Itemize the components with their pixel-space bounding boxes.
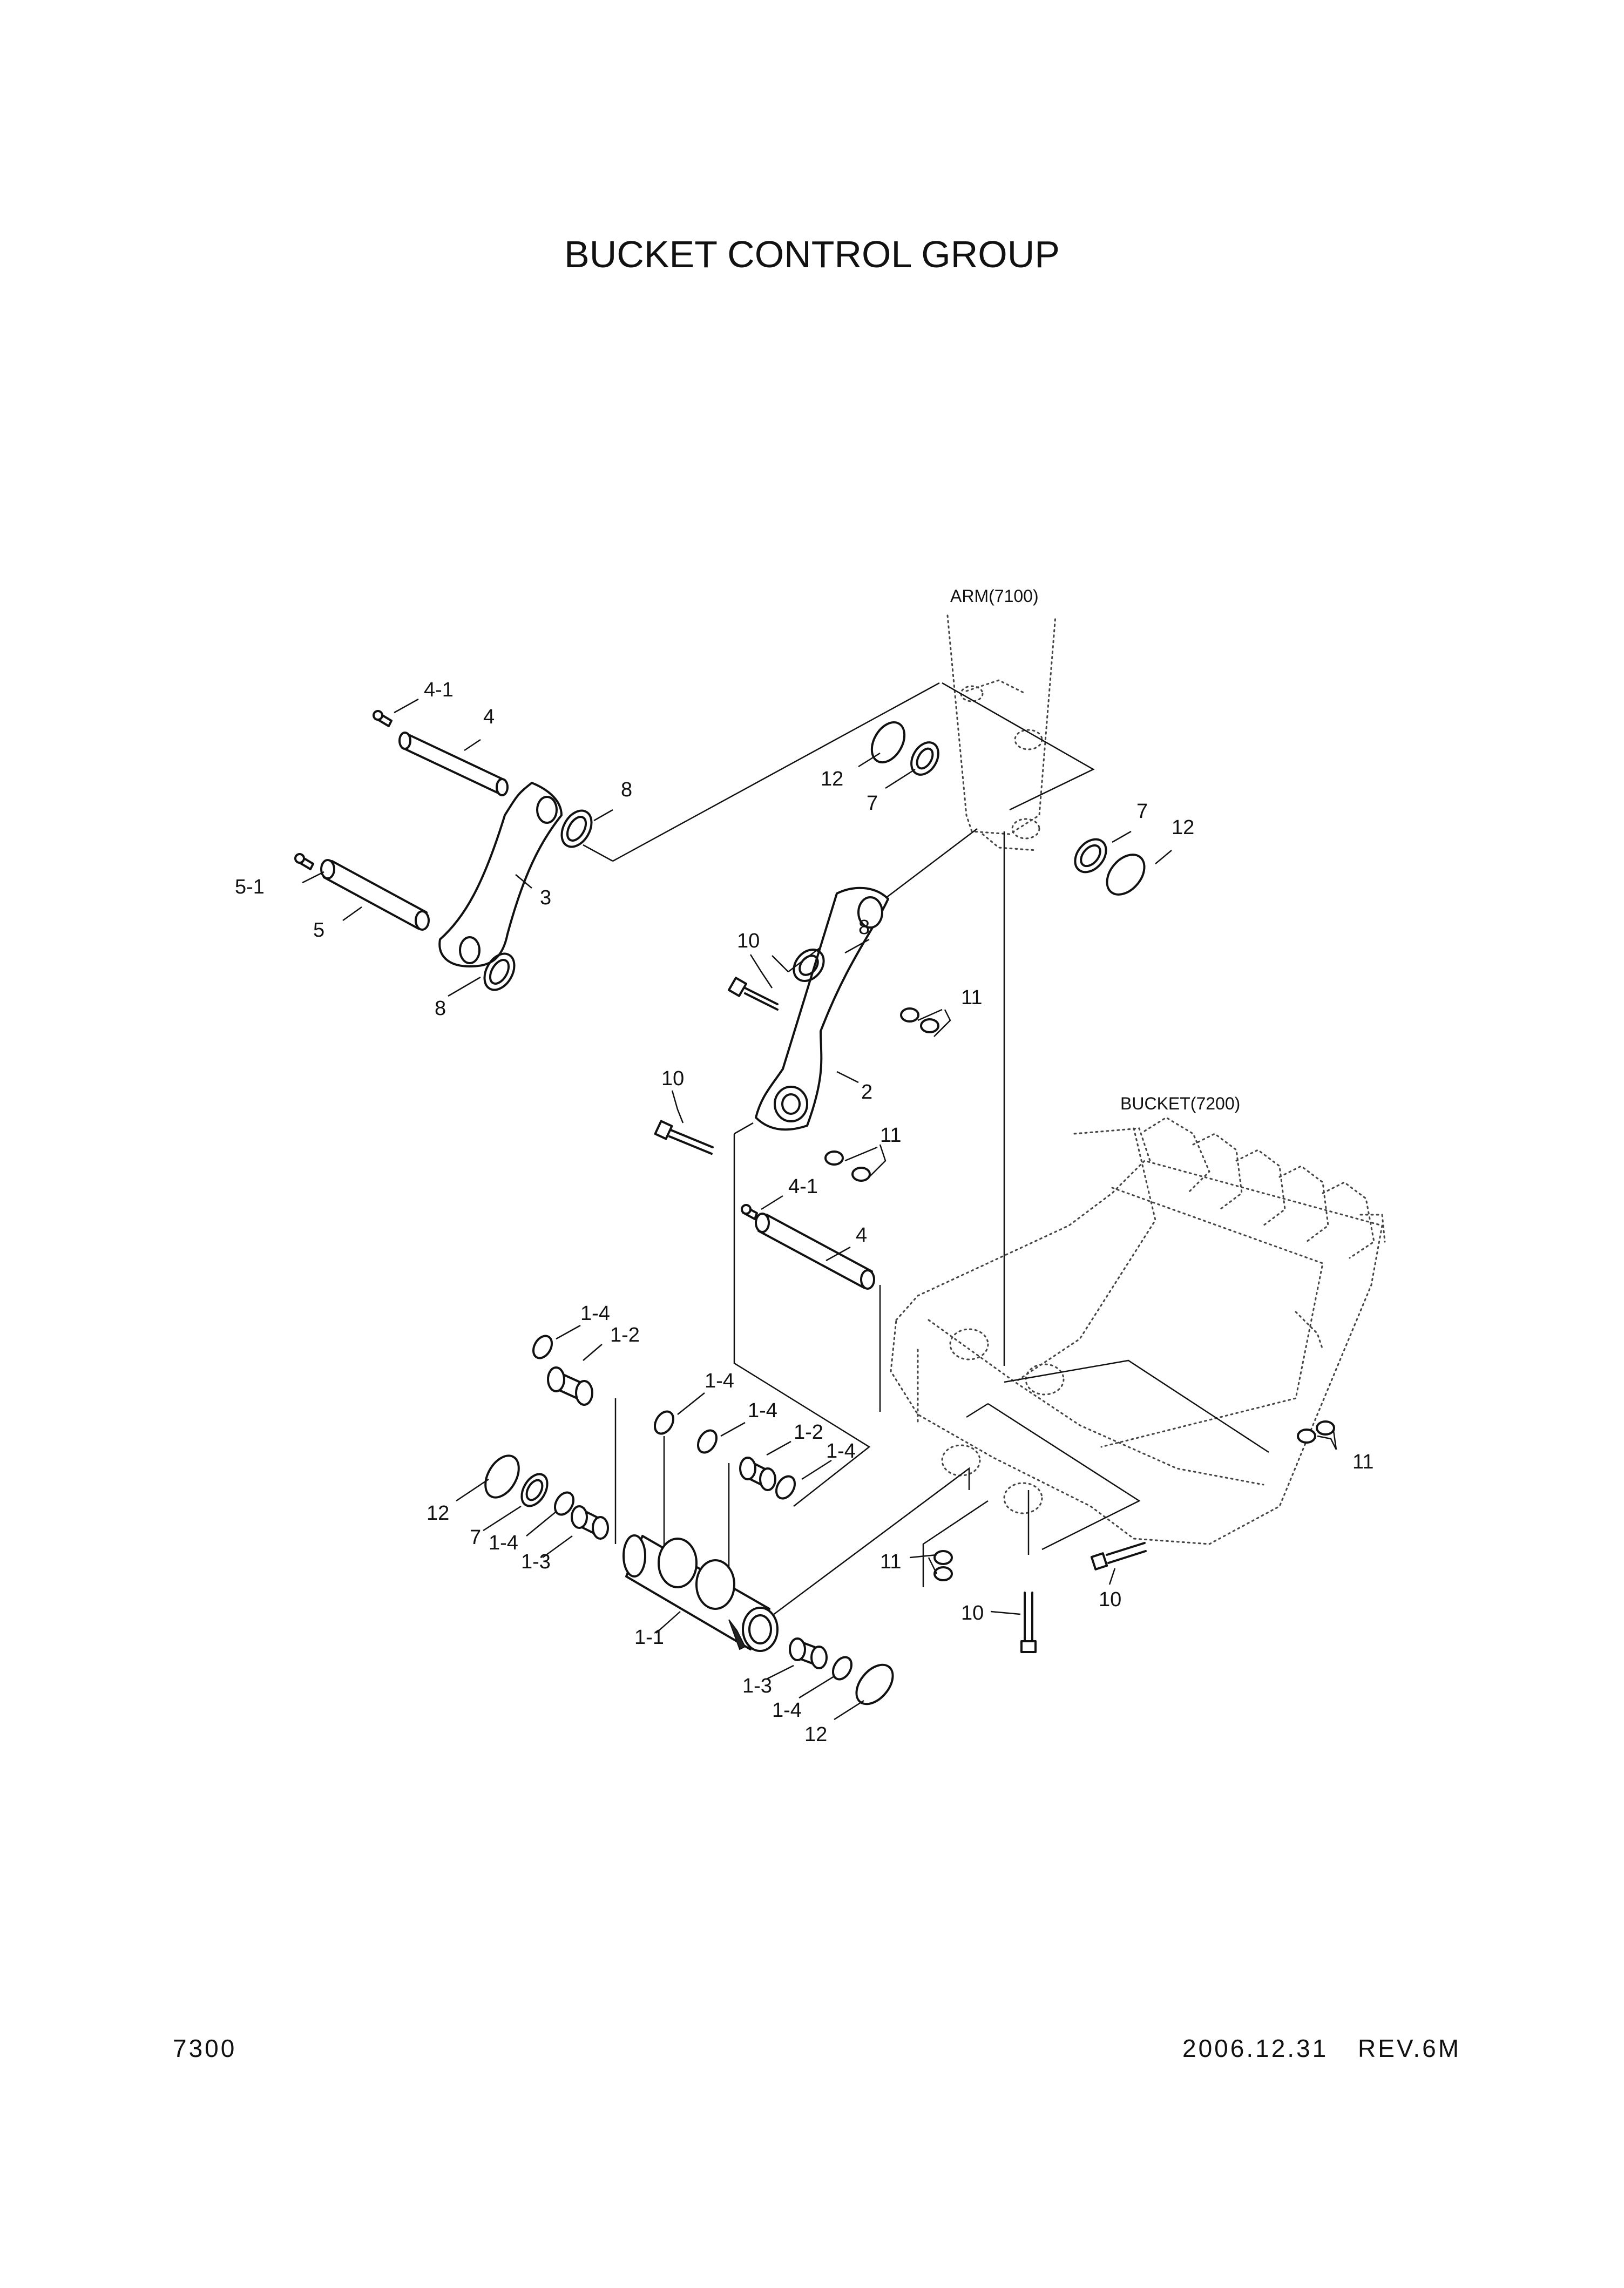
- pin-part-4-mid: [755, 1213, 875, 1290]
- callout-leaders: [302, 698, 1337, 1721]
- callout-1-4-c: 1-4: [748, 1399, 777, 1422]
- upper-link-part-3: [438, 782, 563, 967]
- bolt-part-10-bottom-a: [1020, 1592, 1037, 1653]
- grease-nipple-5-1: [294, 853, 314, 870]
- o-ring-part-12-arm-left: [870, 721, 906, 763]
- callout-11-mid: 11: [880, 1124, 901, 1147]
- revision-label: REV.6M: [1358, 2034, 1461, 2062]
- o-ring-part-12-left: [484, 1454, 520, 1499]
- seal-rings-part-1-4: [532, 1335, 853, 1681]
- callout-12-arm-right: 12: [1172, 816, 1194, 839]
- callout-1-4-d: 1-4: [826, 1440, 856, 1463]
- pin-part-5: [320, 859, 430, 931]
- bucket-teeth: [1143, 1116, 1386, 1259]
- bushing-part-1-2-a: [547, 1366, 593, 1406]
- bushing-part-1-3-a: [571, 1505, 609, 1540]
- o-ring-part-12-bottom: [855, 1663, 894, 1705]
- callout-1-3-a: 1-3: [521, 1551, 551, 1573]
- page-title: BUCKET CONTROL GROUP: [564, 233, 1060, 275]
- callout-10-bottom-b: 10: [1099, 1588, 1121, 1611]
- callout-labels: 4-1 4 8 12 7 7 12 5-1 5 3 8 10 8 11 2 10…: [235, 679, 1373, 1746]
- callout-1-4-f: 1-4: [772, 1699, 802, 1722]
- callout-11-upper: 11: [961, 986, 982, 1009]
- bolt-part-10-lower: [654, 1120, 714, 1155]
- callout-12-arm-left: 12: [821, 768, 843, 790]
- callout-10-lower: 10: [661, 1067, 684, 1090]
- arm-outline: [946, 614, 1057, 851]
- callout-8-left: 8: [435, 997, 446, 1020]
- callout-12-bottom: 12: [804, 1723, 827, 1746]
- callout-1-3-b: 1-3: [742, 1675, 772, 1697]
- callout-3: 3: [540, 886, 551, 909]
- page-number: 7300: [173, 2034, 236, 2062]
- callout-1-2-a: 1-2: [610, 1324, 640, 1346]
- o-ring-part-12-arm-right: [1106, 854, 1146, 896]
- boss-part-1-1: [622, 1534, 779, 1652]
- callout-7-left: 7: [470, 1526, 481, 1549]
- callout-7-arm-left: 7: [867, 792, 878, 815]
- callout-8-mid: 8: [858, 916, 870, 939]
- callout-7-arm-right: 7: [1136, 800, 1148, 823]
- shim-part-8-top: [560, 809, 593, 848]
- callout-4-1-mid: 4-1: [788, 1175, 818, 1198]
- bolt-part-10-bottom-b: [1090, 1542, 1147, 1571]
- callout-11-bottom: 11: [880, 1551, 901, 1573]
- callout-1-1: 1-1: [634, 1626, 664, 1649]
- pin-part-4-top: [398, 732, 509, 796]
- callout-1-2-b: 1-2: [794, 1421, 823, 1444]
- grease-nipple-4-1-mid: [741, 1204, 758, 1220]
- callout-4-mid: 4: [856, 1224, 867, 1247]
- nut-part-11-bottom: [933, 1550, 953, 1581]
- callout-10-upper: 10: [737, 930, 760, 952]
- callout-8-top: 8: [621, 779, 632, 801]
- shim-part-8-left: [483, 952, 516, 991]
- shim-part-8-mid: [793, 949, 825, 982]
- shim-part-7-arm-right: [1074, 838, 1107, 874]
- shim-part-7-left: [520, 1473, 549, 1507]
- callout-5-1: 5-1: [235, 876, 265, 898]
- assembly-guide-lines: [583, 682, 1269, 1621]
- bushing-part-1-2-b: [739, 1457, 776, 1491]
- callout-1-4-a: 1-4: [580, 1302, 610, 1325]
- callout-5: 5: [313, 919, 324, 942]
- bucket-outline: [890, 1116, 1386, 1545]
- callout-10-bottom-a: 10: [961, 1602, 984, 1624]
- callout-1-4-e: 1-4: [489, 1532, 518, 1554]
- lower-link-part-2: [755, 886, 889, 1131]
- bolt-part-10-upper: [727, 977, 779, 1011]
- bushing-part-1-3-b: [789, 1637, 828, 1669]
- callout-4-top: 4: [483, 706, 495, 728]
- callout-12-left: 12: [427, 1502, 449, 1525]
- callout-2: 2: [861, 1081, 872, 1104]
- callout-4-1-top: 4-1: [424, 679, 454, 701]
- nut-part-11-upper: [900, 1007, 939, 1033]
- nut-part-11-mid: [824, 1150, 871, 1182]
- bucket-reference-label: BUCKET(7200): [1120, 1094, 1240, 1113]
- arm-reference-label: ARM(7100): [950, 586, 1039, 606]
- callout-1-4-b: 1-4: [705, 1370, 734, 1392]
- grease-nipple-4-1-top: [373, 710, 393, 727]
- revision-date: 2006.12.31: [1182, 2034, 1328, 2062]
- nut-part-11-right: [1297, 1420, 1335, 1444]
- shim-part-7-arm-left: [910, 741, 939, 776]
- callout-11-right: 11: [1352, 1451, 1373, 1473]
